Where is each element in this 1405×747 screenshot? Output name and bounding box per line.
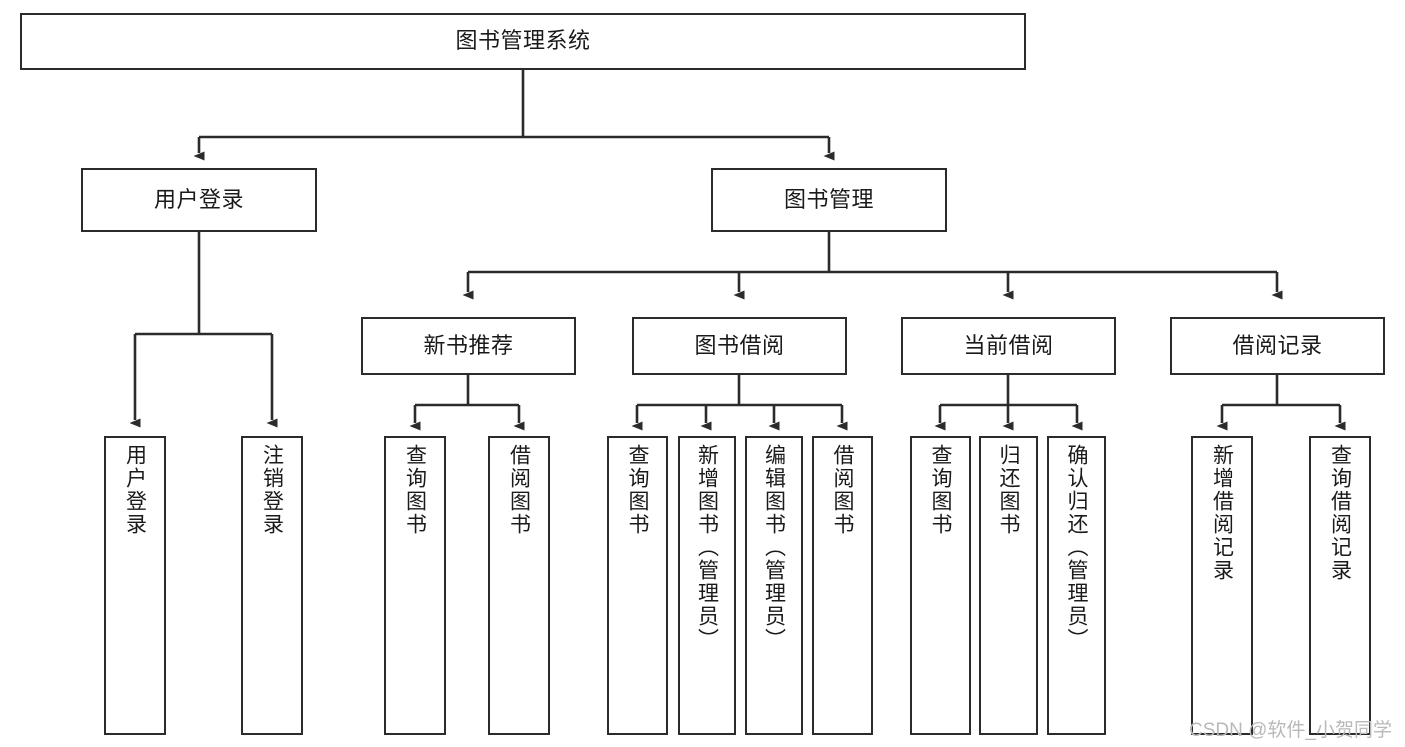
leaf-user-login-logout[interactable]: 注销登录 <box>241 436 303 735</box>
node-user-login[interactable]: 用户登录 <box>81 168 317 232</box>
node-label: 查询借阅记录 <box>1328 444 1352 582</box>
node-label: 用户登录 <box>123 444 147 536</box>
node-book-management[interactable]: 图书管理 <box>711 168 947 232</box>
leaf-borrow-record-add-record[interactable]: 新增借阅记录 <box>1191 436 1253 735</box>
node-label: 查询图书 <box>626 444 649 536</box>
leaf-book-borrow-add-book-admin[interactable]: 新增图书（管理员） <box>678 436 736 735</box>
leaf-current-borrow-confirm-return-admin[interactable]: 确认归还（管理员） <box>1047 436 1106 735</box>
node-new-book-recommendation[interactable]: 新书推荐 <box>361 317 576 375</box>
leaf-current-borrow-query-book[interactable]: 查询图书 <box>910 436 971 735</box>
leaf-book-borrow-query-book[interactable]: 查询图书 <box>607 436 668 735</box>
node-label: 借阅图书 <box>831 444 854 536</box>
node-current-borrowing[interactable]: 当前借阅 <box>901 317 1116 375</box>
node-label: 图书管理系统 <box>455 28 591 54</box>
node-label: 编辑图书（管理员） <box>762 444 786 651</box>
node-label: 当前借阅 <box>963 332 1054 358</box>
node-root-book-management-system[interactable]: 图书管理系统 <box>20 13 1026 70</box>
node-label: 归还图书 <box>997 444 1020 536</box>
node-label: 查询图书 <box>929 444 952 536</box>
node-book-borrowing[interactable]: 图书借阅 <box>632 317 847 375</box>
leaf-user-login-login[interactable]: 用户登录 <box>104 436 166 735</box>
leaf-book-borrow-borrow-book[interactable]: 借阅图书 <box>812 436 873 735</box>
node-label: 新增借阅记录 <box>1210 444 1234 582</box>
leaf-current-borrow-return-book[interactable]: 归还图书 <box>979 436 1038 735</box>
csdn-watermark: CSDN @软件_小贺同学 <box>1189 720 1392 741</box>
node-label: 新增图书（管理员） <box>695 444 719 651</box>
node-label: 图书借阅 <box>694 332 785 358</box>
leaf-borrow-record-query-record[interactable]: 查询借阅记录 <box>1309 436 1371 735</box>
node-label: 借阅图书 <box>507 444 531 536</box>
node-label: 查询图书 <box>403 444 427 536</box>
node-label: 确认归还（管理员） <box>1065 444 1088 651</box>
leaf-book-borrow-edit-book-admin[interactable]: 编辑图书（管理员） <box>745 436 803 735</box>
node-borrowing-records[interactable]: 借阅记录 <box>1170 317 1385 375</box>
node-label: 新书推荐 <box>423 332 514 358</box>
node-label: 用户登录 <box>153 186 244 212</box>
leaf-new-book-borrow-book[interactable]: 借阅图书 <box>488 436 550 735</box>
node-label: 注销登录 <box>260 444 284 536</box>
leaf-new-book-query-book[interactable]: 查询图书 <box>384 436 446 735</box>
node-label: 借阅记录 <box>1232 332 1323 358</box>
node-label: 图书管理 <box>783 186 874 212</box>
